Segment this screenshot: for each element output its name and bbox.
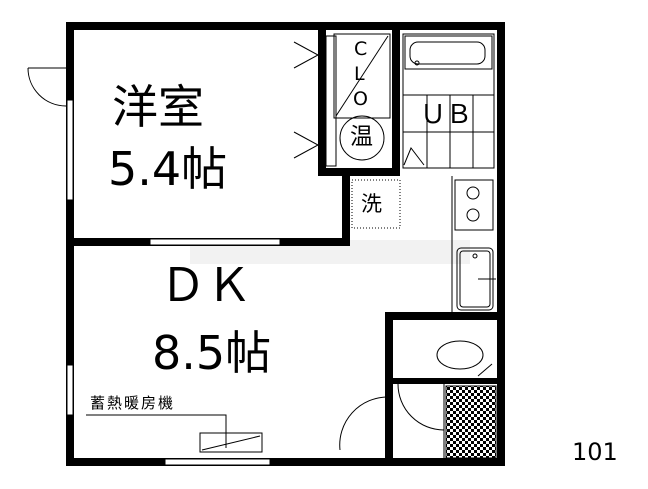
heater-label: 蓄熱暖房機 <box>90 394 176 412</box>
water-heater-label: 温 <box>350 124 373 150</box>
unit-bath-label: ＵＢ <box>420 100 473 130</box>
washer-label: 洗 <box>361 192 382 216</box>
dk-name: ＤＫ <box>160 258 252 312</box>
washer-space <box>351 179 401 229</box>
kitchen-counter <box>451 176 496 312</box>
heat-storage-heater <box>86 414 263 453</box>
interior-doors[interactable] <box>339 383 445 458</box>
windows <box>66 99 281 466</box>
closet-label-o: O <box>353 88 368 110</box>
entrance-door-west[interactable] <box>27 67 67 107</box>
unit-number: 101 <box>572 438 618 466</box>
unit-bath <box>402 33 495 169</box>
closet-doors[interactable] <box>293 33 391 167</box>
western-room-size: 5.4帖 <box>108 142 228 196</box>
entrance-floor <box>445 385 497 459</box>
toilet <box>436 340 493 377</box>
western-room-name: 洋室 <box>112 80 204 134</box>
closet-label-l: L <box>354 63 365 85</box>
dk-size: 8.5帖 <box>152 326 272 380</box>
closet-label-c: C <box>354 38 368 60</box>
